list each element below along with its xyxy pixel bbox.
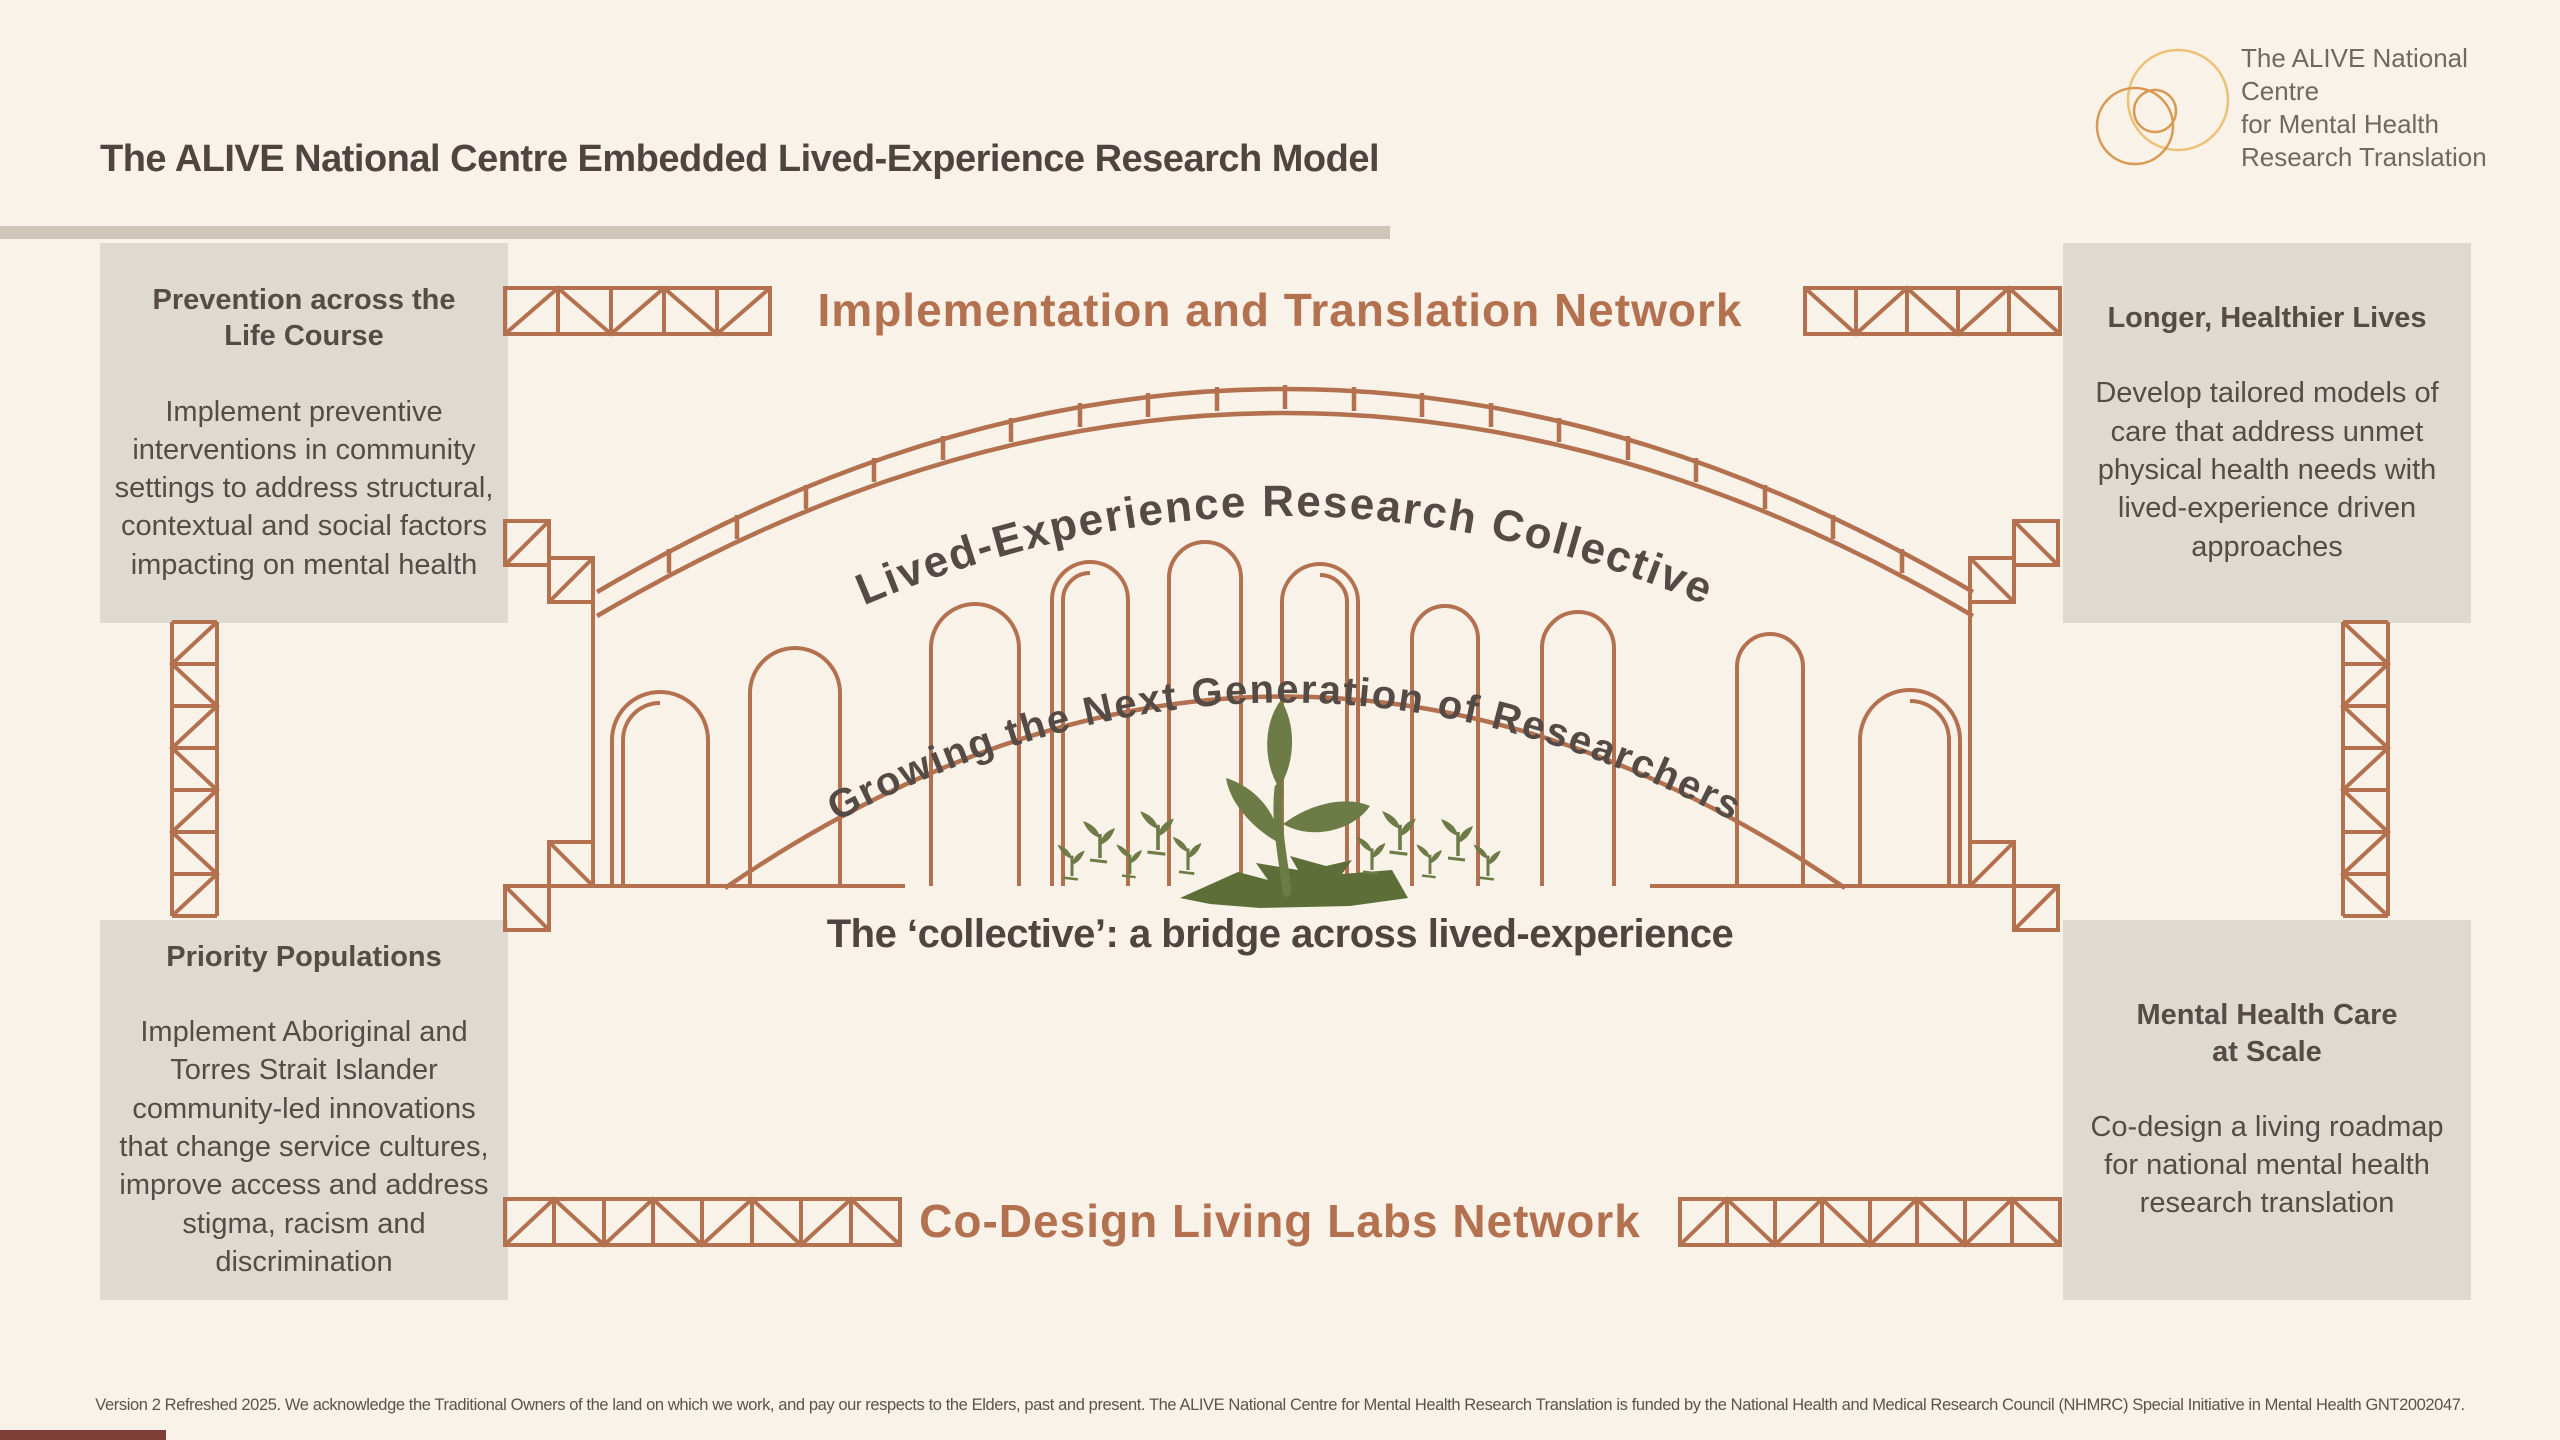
- logo-line-2: for Mental Health: [2241, 109, 2439, 139]
- box-heading: Mental Health Care at Scale: [2136, 999, 2398, 1068]
- bridge-caption: The ‘collective’: a bridge across lived-…: [826, 912, 1734, 956]
- logo-line-3: Research Translation: [2241, 142, 2487, 172]
- box-body: Co-design a living roadmap for national …: [2090, 1110, 2444, 1220]
- title-underline: [0, 226, 1390, 239]
- box-heading: Prevention across the Life Course: [152, 284, 456, 353]
- bridge-deck: [595, 385, 1975, 618]
- box-body: Implement Aboriginal and Torres Strait I…: [119, 1016, 489, 1278]
- deck-arc-textpath: Lived-Experience Research Collective: [849, 477, 1719, 615]
- box-priority-populations: Priority Populations Implement Aborigina…: [100, 920, 508, 1300]
- bottom-right-truss: [1678, 1196, 2062, 1248]
- box-heading: Longer, Healthier Lives: [2107, 302, 2427, 335]
- alive-logo: The ALIVE National Centre for Mental Hea…: [2085, 38, 2525, 178]
- footer-acknowledgement: Version 2 Refreshed 2025. We acknowledge…: [95, 1396, 2465, 1414]
- box-body: Implement preventive interventions in co…: [114, 395, 494, 581]
- growing-arc: [723, 694, 1847, 890]
- box-body: Develop tailored models of care that add…: [2095, 377, 2439, 563]
- top-right-truss: [1803, 285, 2062, 337]
- left-vertical-truss: [169, 620, 220, 918]
- implementation-translation-network-label: Implementation and Translation Network: [817, 284, 1743, 336]
- deck-arc-text: Lived-Experience Research Collective: [849, 477, 1721, 615]
- logo-line-1: The ALIVE National Centre: [2241, 43, 2468, 106]
- co-design-living-labs-network-label: Co-Design Living Labs Network: [919, 1195, 1641, 1247]
- bottom-left-truss: [503, 1196, 902, 1248]
- page-title: The ALIVE National Centre Embedded Lived…: [100, 138, 1380, 180]
- top-left-truss: [503, 285, 772, 337]
- box-heading: Priority Populations: [166, 940, 442, 973]
- corner-accent-bar: [0, 1430, 166, 1440]
- logo-wordmark: The ALIVE National Centre for Mental Hea…: [2241, 42, 2525, 174]
- seedling-icon: [1056, 700, 1503, 908]
- box-mental-health-care-at-scale: Mental Health Care at Scale Co-design a …: [2063, 920, 2471, 1300]
- right-vertical-truss: [2340, 620, 2391, 918]
- bridge-arches: [610, 540, 1962, 886]
- logo-circles-icon: [2095, 48, 2230, 166]
- box-longer-healthier-lives: Longer, Healthier Lives Develop tailored…: [2063, 243, 2471, 623]
- box-prevention-life-course: Prevention across the Life Course Implem…: [100, 243, 508, 623]
